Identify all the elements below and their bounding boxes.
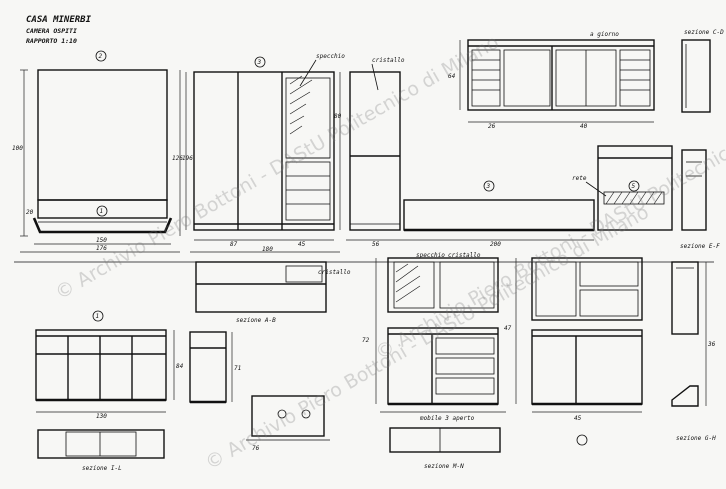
small-side-cabinet: 71 (189, 331, 241, 404)
dim-right-sideboard-h: 47 (504, 325, 512, 332)
dim-wardrobe-height: 126 (172, 155, 183, 162)
title-line-3: RAPPORTO 1:10 (26, 37, 77, 45)
dim-open-cabinet-h: 72 (362, 337, 370, 344)
dim-sideboard-a: 26 (488, 123, 496, 130)
section-i-l-label: sezione I-L (82, 465, 122, 472)
dim-lower-sideboard: 130 (96, 413, 107, 420)
view-number-5: 5 (632, 183, 636, 190)
drawer-plan-view: 76 (246, 395, 330, 452)
dim-drawer-plan: 76 (252, 445, 260, 452)
section-g-h-label: sezione G-H (676, 435, 716, 442)
section-e-f-label: sezione E-F (680, 243, 720, 250)
right-lower-sideboard: 45 47 (504, 257, 643, 446)
sideboard-front-view: a giorno 26 40 64 (448, 31, 655, 130)
dim-wardrobe-total: 180 (262, 246, 273, 253)
label-specchio: specchio (316, 53, 345, 60)
view-number-2-circle (95, 50, 107, 62)
section-a-b-label: sezione A-B (236, 317, 276, 324)
dim-wardrobe-right: 45 (298, 241, 306, 248)
wardrobe-front-view: 3 specchio 87 45 180 126 80 (172, 53, 345, 253)
section-m-n-plan: sezione M-N (389, 427, 501, 470)
section-e-f-view: sezione E-F (680, 149, 720, 250)
view-number-3-circle (254, 56, 266, 68)
view-number-5-circle (628, 180, 640, 192)
title-line-2: CAMERA OSPITI (26, 27, 77, 35)
view-number-2: 2 (99, 53, 103, 60)
lower-sideboard-front: 1 130 84 (35, 310, 184, 420)
bed-side-profile: 3 5 rete 200 (403, 145, 673, 248)
view-number-1: 1 (100, 208, 104, 215)
label-cristallo-lower: cristallo (448, 252, 481, 259)
label-mobile-aperto: mobile 3 aperto (419, 415, 475, 422)
dim-bed-height: 100 (12, 145, 23, 152)
label-cristallo: cristallo (372, 57, 405, 64)
label-mobile: cristallo (318, 269, 351, 276)
dim-wardrobe-mid: 80 (334, 113, 342, 120)
view-number-4-circle (576, 434, 588, 446)
section-m-n-label: sezione M-N (424, 463, 464, 470)
view-number-1b-circle (92, 310, 104, 322)
watermark: © Archivio Piero Bottoni - DAStU Politec… (52, 31, 726, 474)
view-number-1-circle (96, 205, 108, 217)
title-line-1: CASA MINERBI (26, 15, 92, 25)
label-specchio-lower: specchio (416, 252, 445, 259)
dim-bed-width: 150 (96, 237, 107, 244)
dim-sideboard-h: 64 (448, 73, 456, 80)
dim-right-sideboard: 45 (574, 415, 582, 422)
dim-wardrobe-left: 87 (230, 241, 238, 248)
view-number-3b-circle (483, 180, 495, 192)
dim-sideboard-b: 40 (580, 123, 588, 130)
dim-cabinet-width: 56 (372, 241, 380, 248)
label-a-giorno: a giorno (590, 31, 619, 38)
dim-g-h-depth: 36 (707, 341, 716, 348)
watermark-text-3: © Archivio Piero Bottoni - DAStU Politec… (372, 91, 726, 364)
view-number-1b: 1 (96, 313, 100, 320)
view-number-3: 3 (257, 59, 262, 66)
dim-bed-length: 200 (490, 241, 501, 248)
narrow-cabinet-view: cristallo 56 (346, 57, 405, 248)
section-c-d-view: sezione C-D (681, 29, 724, 113)
view-number-3b: 3 (486, 183, 491, 190)
dim-lower-sideboard-h: 84 (176, 363, 184, 370)
dim-bed-total: 176 (96, 245, 107, 252)
bed-front-view: 2 1 100 20 150 176 196 (12, 50, 193, 253)
label-rete: rete (572, 175, 587, 182)
dim-bed-side: 196 (182, 155, 193, 162)
dim-bed-leg: 20 (26, 209, 34, 216)
section-g-h-view: sezione G-H 36 (671, 261, 716, 442)
section-i-l-plan: sezione I-L (37, 429, 165, 472)
section-c-d-label: sezione C-D (684, 29, 724, 36)
open-cabinet-view: specchio cristallo mobile 3 aperto 72 (362, 252, 506, 422)
section-a-b-view: cristallo sezione A-B (195, 261, 351, 324)
dim-small-cabinet-h: 71 (234, 365, 241, 372)
